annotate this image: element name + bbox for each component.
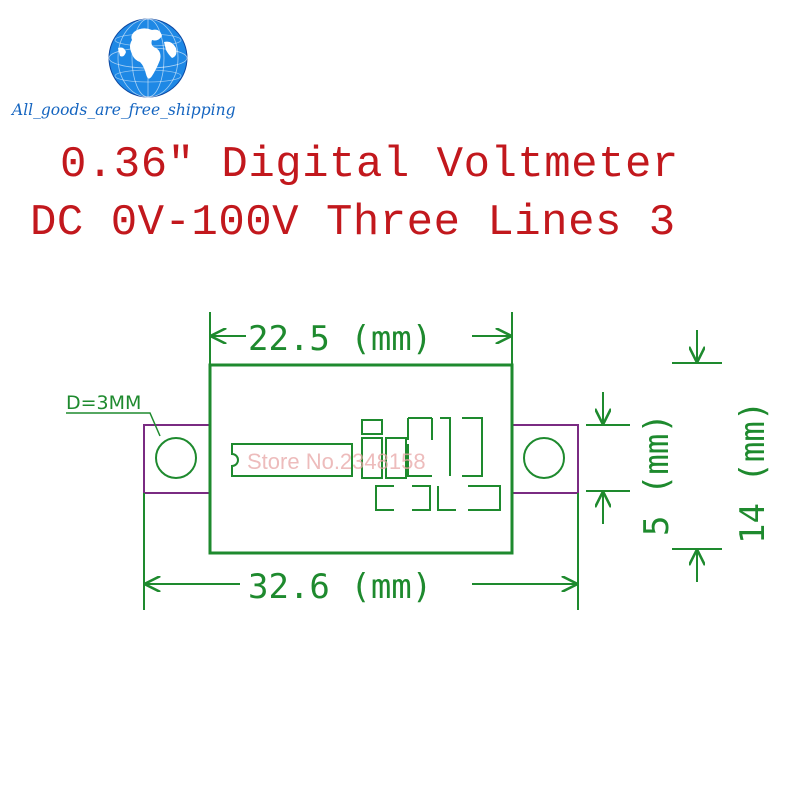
left-mounting-tab [143, 424, 211, 494]
module-body [208, 363, 514, 555]
width-dimension: 22.5 (mm) [209, 312, 513, 365]
hole-spacing-dimension: 5 (mm) [586, 392, 677, 536]
height-label: 14 (mm) [733, 401, 773, 544]
right-mounting-hole [523, 437, 565, 479]
component-outlines [231, 417, 501, 511]
width-label: 22.5 (mm) [248, 319, 432, 359]
hole-spacing-label: 5 (mm) [637, 413, 677, 536]
left-mounting-hole [155, 437, 197, 479]
hole-diameter-callout: D=3MM [66, 392, 161, 437]
hole-diameter-label: D=3MM [66, 392, 141, 414]
product-title-line1: 0.36″ Digital Voltmeter [60, 140, 679, 190]
product-title-line2: DC 0V-100V Three Lines 3 [30, 198, 676, 248]
globe-icon [108, 18, 188, 98]
right-mounting-tab [511, 424, 579, 494]
height-dimension: 14 (mm) [672, 330, 773, 582]
total-width-dimension: 32.6 (mm) [143, 493, 579, 610]
shipping-banner: All_goods_are_free_shipping [12, 101, 236, 119]
total-width-label: 32.6 (mm) [248, 567, 432, 607]
store-watermark: Store No.2348158 [247, 449, 426, 474]
